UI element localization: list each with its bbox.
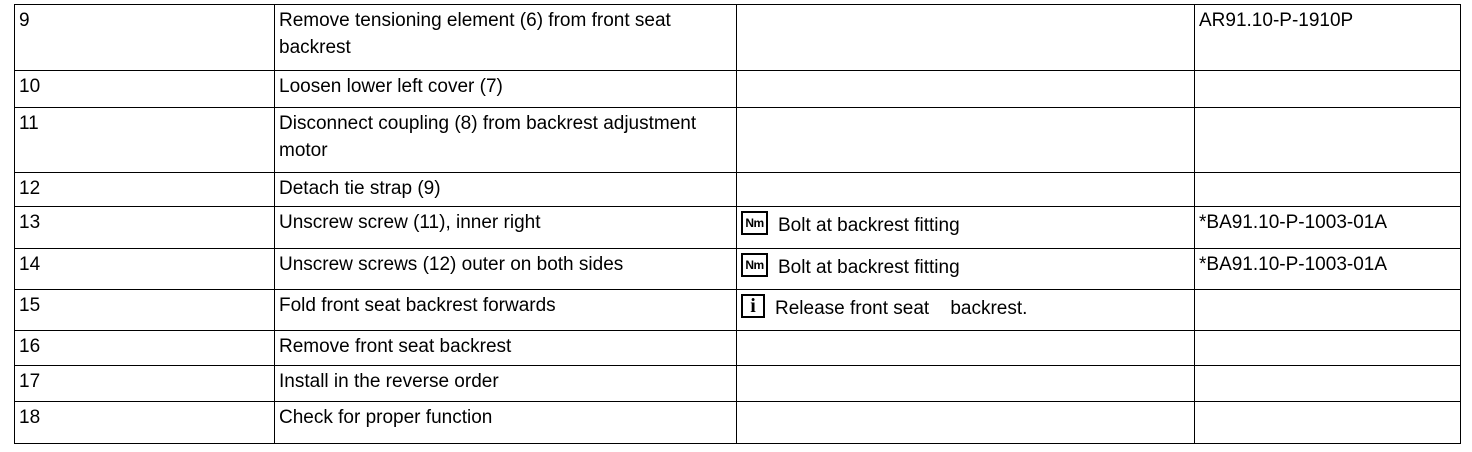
step-number: 16 <box>14 330 275 366</box>
table-row: 9 Remove tensioning element (6) from fro… <box>14 4 1461 71</box>
table-row: 17 Install in the reverse order <box>14 365 1461 402</box>
table-row: 18 Check for proper function <box>14 401 1461 444</box>
step-reference <box>1194 330 1461 366</box>
step-action: Unscrew screws (12) outer on both sides <box>274 248 737 290</box>
step-reference <box>1194 289 1461 331</box>
step-number: 14 <box>14 248 275 290</box>
step-note <box>736 107 1195 173</box>
step-action: Check for proper function <box>274 401 737 444</box>
step-number: 13 <box>14 206 275 249</box>
step-note <box>736 365 1195 402</box>
step-reference: *BA91.10-P-1003-01A <box>1194 206 1461 249</box>
step-action: Unscrew screw (11), inner right <box>274 206 737 249</box>
step-reference <box>1194 172 1461 207</box>
note-text: Bolt at backrest fitting <box>778 257 960 278</box>
step-reference <box>1194 70 1461 108</box>
step-action: Loosen lower left cover (7) <box>274 70 737 108</box>
step-note: Nm Bolt at backrest fitting <box>736 248 1195 290</box>
step-action: Install in the reverse order <box>274 365 737 402</box>
step-reference <box>1194 365 1461 402</box>
step-reference <box>1194 107 1461 173</box>
table-row: 16 Remove front seat backrest <box>14 330 1461 366</box>
step-note <box>736 401 1195 444</box>
step-note <box>736 330 1195 366</box>
step-number: 12 <box>14 172 275 207</box>
step-number: 10 <box>14 70 275 108</box>
step-number: 9 <box>14 4 275 71</box>
table-row: 11 Disconnect coupling (8) from backrest… <box>14 107 1461 173</box>
step-note <box>736 4 1195 71</box>
step-note: Nm Bolt at backrest fitting <box>736 206 1195 249</box>
step-number: 18 <box>14 401 275 444</box>
step-number: 15 <box>14 289 275 331</box>
step-note: i Release front seat backrest. <box>736 289 1195 331</box>
step-action: Fold front seat backrest forwards <box>274 289 737 331</box>
note-text: Release front seat backrest. <box>775 298 1028 319</box>
info-icon: i <box>741 294 765 318</box>
note-text: Bolt at backrest fitting <box>778 215 960 236</box>
step-note <box>736 70 1195 108</box>
table-row: 12 Detach tie strap (9) <box>14 172 1461 207</box>
table-row: 14 Unscrew screws (12) outer on both sid… <box>14 248 1461 290</box>
torque-icon: Nm <box>741 253 768 277</box>
step-action: Disconnect coupling (8) from backrest ad… <box>274 107 737 173</box>
step-action: Detach tie strap (9) <box>274 172 737 207</box>
step-action: Remove front seat backrest <box>274 330 737 366</box>
table-row: 15 Fold front seat backrest forwards i R… <box>14 289 1461 331</box>
step-reference: AR91.10-P-1910P <box>1194 4 1461 71</box>
step-number: 17 <box>14 365 275 402</box>
table-row: 10 Loosen lower left cover (7) <box>14 70 1461 108</box>
step-action: Remove tensioning element (6) from front… <box>274 4 737 71</box>
step-note <box>736 172 1195 207</box>
step-number: 11 <box>14 107 275 173</box>
step-reference <box>1194 401 1461 444</box>
step-reference: *BA91.10-P-1003-01A <box>1194 248 1461 290</box>
torque-icon: Nm <box>741 211 768 235</box>
procedure-steps-table: 9 Remove tensioning element (6) from fro… <box>14 4 1461 444</box>
table-row: 13 Unscrew screw (11), inner right Nm Bo… <box>14 206 1461 249</box>
